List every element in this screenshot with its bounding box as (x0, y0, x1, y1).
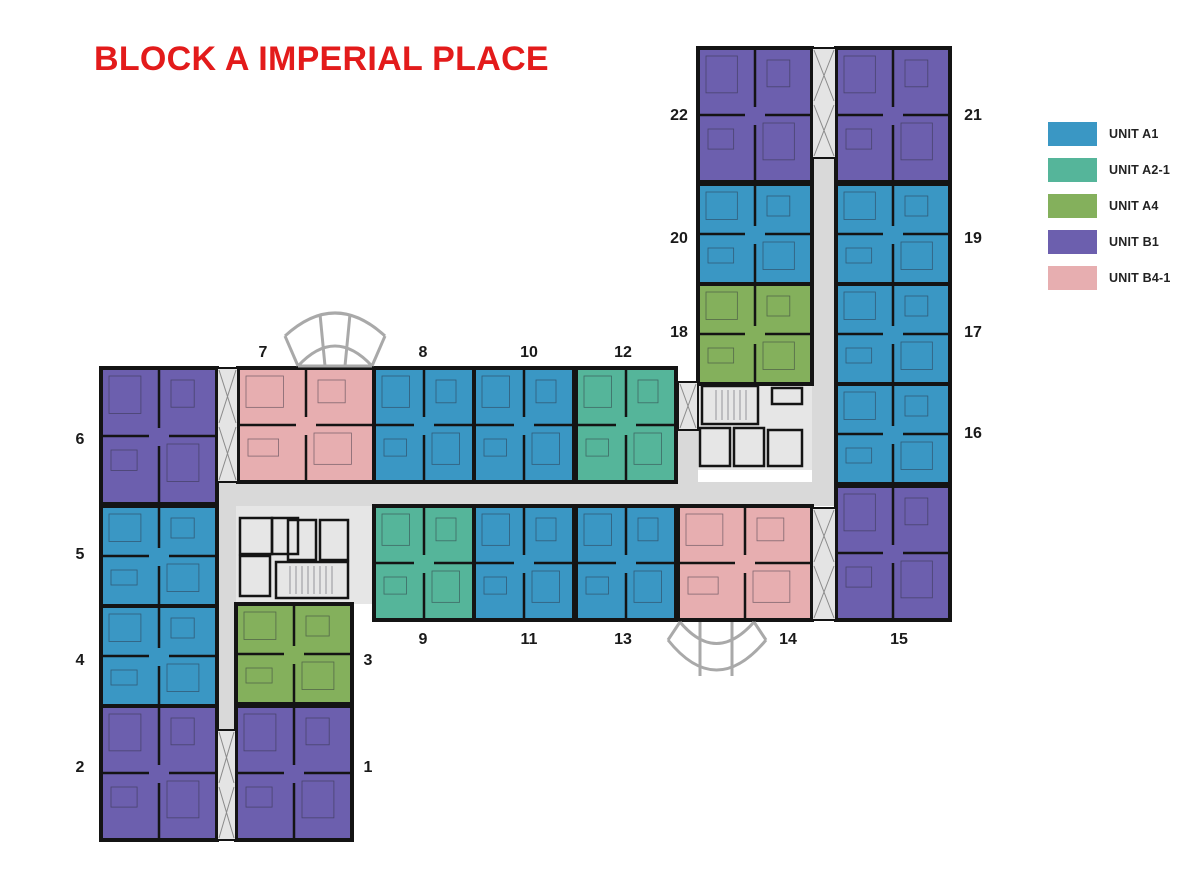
unit-number-label: 15 (890, 631, 908, 648)
legend-item-a1: UNIT A1 (1048, 122, 1171, 146)
unit-5[interactable] (99, 504, 219, 608)
unit-4[interactable] (99, 604, 219, 708)
legend-label: UNIT A4 (1109, 199, 1159, 213)
unit-number-label: 4 (76, 652, 85, 669)
unit-20[interactable] (696, 182, 814, 286)
unit-number-label: 20 (670, 230, 688, 247)
legend-swatch-a2-1 (1048, 158, 1097, 182)
unit-number-label: 19 (964, 230, 982, 247)
unit-1[interactable] (234, 704, 354, 842)
unit-6[interactable] (99, 366, 219, 506)
unit-number-label: 9 (419, 631, 428, 648)
unit-13[interactable] (574, 504, 678, 622)
unit-10[interactable] (472, 366, 576, 484)
unit-9[interactable] (372, 504, 476, 622)
plan-title: BLOCK A IMPERIAL PLACE (94, 40, 549, 78)
unit-number-label: 21 (964, 107, 982, 124)
corridors (217, 158, 836, 730)
legend-swatch-a1 (1048, 122, 1097, 146)
unit-12[interactable] (574, 366, 678, 484)
unit-number-label: 12 (614, 344, 632, 361)
legend-item-b1: UNIT B1 (1048, 230, 1171, 254)
unit-number-label: 17 (964, 324, 982, 341)
unit-number-label: 18 (670, 324, 688, 341)
unit-number-label: 16 (964, 425, 982, 442)
legend-item-a4: UNIT A4 (1048, 194, 1171, 218)
canopy-south (666, 621, 768, 676)
unit-17[interactable] (834, 282, 952, 386)
unit-11[interactable] (472, 504, 576, 622)
unit-number-label: 6 (76, 431, 85, 448)
unit-number-label: 14 (779, 631, 797, 648)
legend-label: UNIT A1 (1109, 127, 1159, 141)
unit-22[interactable] (696, 46, 814, 184)
unit-3[interactable] (234, 602, 354, 706)
unit-number-label: 10 (520, 344, 538, 361)
ventilation-shaft (811, 507, 837, 621)
legend-swatch-b4-1 (1048, 266, 1097, 290)
unit-number-label: 1 (364, 759, 373, 776)
legend-swatch-b1 (1048, 230, 1097, 254)
unit-8[interactable] (372, 366, 476, 484)
legend-label: UNIT B1 (1109, 235, 1160, 249)
unit-number-label: 22 (670, 107, 688, 124)
west-wing-corridor (217, 482, 236, 730)
unit-15[interactable] (834, 484, 952, 622)
unit-number-label: 11 (521, 631, 538, 648)
legend-item-b4-1: UNIT B4-1 (1048, 266, 1171, 290)
unit-number-label: 2 (76, 759, 85, 776)
ventilation-shaft (216, 729, 237, 841)
canopy-north (283, 311, 387, 368)
unit-14[interactable] (676, 504, 814, 622)
ventilation-shaft (677, 381, 699, 431)
core-west (236, 506, 374, 604)
legend-swatch-a4 (1048, 194, 1097, 218)
units (99, 46, 952, 842)
shafts (216, 47, 837, 841)
unit-7[interactable] (236, 366, 376, 484)
unit-number-label: 8 (419, 344, 428, 361)
legend: UNIT A1 UNIT A2-1 UNIT A4 UNIT B1 UNIT B… (1048, 122, 1171, 302)
unit-number-label: 3 (364, 652, 373, 669)
east-wing-corridor (812, 158, 836, 506)
unit-18[interactable] (696, 282, 814, 386)
main-corridor (217, 482, 834, 506)
core-east (698, 384, 812, 470)
legend-label: UNIT B4-1 (1109, 271, 1171, 285)
unit-number-label: 5 (76, 546, 85, 563)
unit-number-label: 13 (614, 631, 632, 648)
ventilation-shaft (811, 47, 837, 159)
unit-2[interactable] (99, 704, 219, 842)
unit-21[interactable] (834, 46, 952, 184)
unit-19[interactable] (834, 182, 952, 286)
legend-label: UNIT A2-1 (1109, 163, 1171, 177)
ventilation-shaft (216, 367, 239, 483)
legend-item-a2-1: UNIT A2-1 (1048, 158, 1171, 182)
unit-16[interactable] (834, 382, 952, 486)
unit-number-label: 7 (259, 344, 268, 361)
